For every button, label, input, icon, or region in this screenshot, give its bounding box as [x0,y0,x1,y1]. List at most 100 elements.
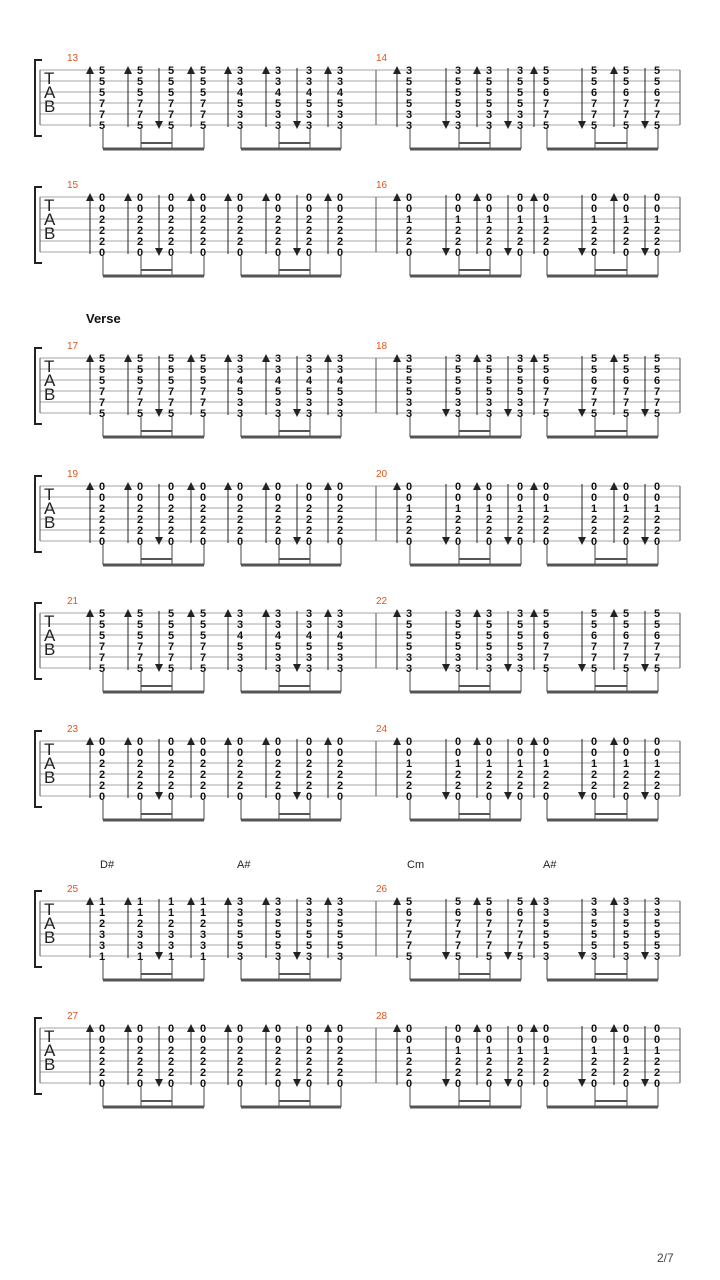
fret-number: 2 [168,780,174,792]
fret-number: 0 [200,192,206,204]
fret-number: 0 [623,1034,629,1046]
fret-number: 6 [517,907,523,919]
fret-number: 0 [654,747,660,759]
fret-number: 2 [654,1056,660,1068]
fret-number: 0 [517,736,523,748]
fret-number: 2 [200,214,206,226]
fret-number: 0 [200,247,206,259]
fret-number: 0 [455,492,461,504]
fret-number: 2 [337,769,343,781]
fret-number: 2 [200,918,206,930]
fret-number: 5 [623,619,629,631]
fret-number: 5 [137,663,143,675]
fret-number: 2 [306,1056,312,1068]
fret-number: 6 [543,375,549,387]
fret-number: 3 [168,929,174,941]
fret-number: 2 [591,769,597,781]
tab-clef-letter: B [44,97,55,116]
fret-number: 0 [543,536,549,548]
fret-number: 0 [168,481,174,493]
tab-clef-letter: T [44,1027,54,1046]
strum-arrow-down [293,952,301,960]
fret-number: 0 [237,492,243,504]
fret-number: 5 [455,641,461,653]
fret-number: 5 [406,641,412,653]
fret-number: 0 [543,1034,549,1046]
strum-arrow-up [473,482,481,490]
fret-number: 3 [517,120,523,132]
fret-number: 5 [591,120,597,132]
fret-number: 0 [543,203,549,215]
fret-number: 7 [517,918,523,930]
fret-number: 5 [455,630,461,642]
fret-number: 1 [654,1045,660,1057]
fret-number: 3 [517,397,523,409]
fret-number: 5 [337,641,343,653]
strum-arrow-down [578,409,586,417]
strum-arrow-down [293,664,301,672]
fret-number: 5 [99,364,105,376]
fret-number: 7 [168,641,174,653]
fret-number: 5 [654,65,660,77]
fret-number: 5 [200,619,206,631]
fret-number: 0 [455,791,461,803]
fret-number: 7 [455,940,461,952]
fret-number: 0 [168,736,174,748]
fret-number: 3 [237,120,243,132]
fret-number: 2 [337,214,343,226]
strum-arrow-down [504,792,512,800]
fret-number: 5 [237,940,243,952]
fret-number: 0 [591,203,597,215]
fret-number: 3 [237,907,243,919]
fret-number: 3 [486,65,492,77]
fret-number: 0 [99,747,105,759]
measure-number: 26 [376,884,388,895]
fret-number: 1 [543,1045,549,1057]
fret-number: 2 [99,514,105,526]
section-label-verse: Verse [86,311,121,326]
strum-arrow-up [393,66,401,74]
fret-number: 2 [517,1067,523,1079]
fret-number: 1 [543,214,549,226]
fret-number: 0 [200,747,206,759]
fret-number: 2 [275,769,281,781]
fret-number: 5 [237,918,243,930]
fret-number: 5 [543,353,549,365]
fret-number: 5 [455,375,461,387]
fret-number: 3 [99,929,105,941]
fret-number: 5 [486,76,492,88]
fret-number: 2 [486,514,492,526]
fret-number: 2 [337,1056,343,1068]
fret-number: 2 [654,236,660,248]
fret-number: 0 [406,1034,412,1046]
strum-arrow-up [124,1024,132,1032]
strum-arrow-down [293,248,301,256]
fret-number: 5 [486,630,492,642]
fret-number: 3 [237,364,243,376]
fret-number: 5 [168,65,174,77]
fret-number: 7 [486,929,492,941]
tab-clef-letter: T [44,900,54,919]
fret-number: 2 [168,1045,174,1057]
fret-number: 5 [654,364,660,376]
strum-arrow-down [504,952,512,960]
fret-number: 0 [237,1023,243,1035]
fret-number: 2 [306,236,312,248]
fret-number: 5 [455,76,461,88]
strum-arrow-down [504,248,512,256]
fret-number: 5 [406,630,412,642]
fret-number: 5 [591,65,597,77]
strum-arrow-up [187,193,195,201]
fret-number: 2 [517,780,523,792]
fret-number: 6 [543,87,549,99]
fret-number: 2 [654,769,660,781]
fret-number: 0 [237,1078,243,1090]
fret-number: 7 [623,98,629,110]
fret-number: 0 [168,203,174,215]
fret-number: 2 [200,503,206,515]
measure-number: 15 [67,180,79,191]
fret-number: 0 [406,736,412,748]
strum-arrow-up [530,482,538,490]
